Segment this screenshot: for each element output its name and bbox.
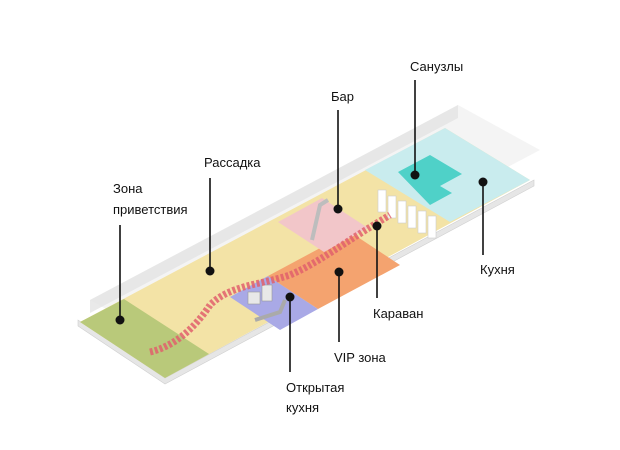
zone-bar xyxy=(278,198,368,252)
dot-open-kitchen xyxy=(285,292,295,302)
dot-caravan xyxy=(372,221,382,231)
leader-lines xyxy=(119,80,484,372)
label-open-kitchen-line1: Открытая xyxy=(286,380,345,395)
dot-bar xyxy=(333,204,343,214)
dot-seating xyxy=(205,266,215,276)
zone-vip xyxy=(268,232,400,309)
dot-restrooms xyxy=(410,170,420,180)
zone-welcome xyxy=(80,299,209,378)
label-seating: Рассадка xyxy=(204,155,261,170)
floor-slab-edge xyxy=(77,179,535,385)
label-caravan: Караван xyxy=(373,306,424,321)
label-welcome-line2: приветствия xyxy=(113,202,188,217)
restroom-partitions xyxy=(377,189,437,239)
label-vip: VIP зона xyxy=(334,350,386,365)
kitchen-equipment xyxy=(247,284,287,322)
dot-kitchen xyxy=(478,177,488,187)
label-bar: Бар xyxy=(331,89,354,104)
label-restrooms: Санузлы xyxy=(410,59,464,74)
label-kitchen: Кухня xyxy=(480,262,515,277)
caravan-flowers xyxy=(149,211,392,356)
marker-dots xyxy=(115,170,488,325)
bar-counter xyxy=(310,198,330,241)
glass-wall-top xyxy=(90,105,458,313)
label-welcome-line1: Зона xyxy=(113,181,143,196)
dot-vip xyxy=(334,267,344,277)
zone-restrooms xyxy=(398,155,462,205)
dot-welcome xyxy=(115,315,125,325)
label-open-kitchen-line2: кухня xyxy=(286,400,320,415)
zone-open-kitchen xyxy=(230,276,318,330)
